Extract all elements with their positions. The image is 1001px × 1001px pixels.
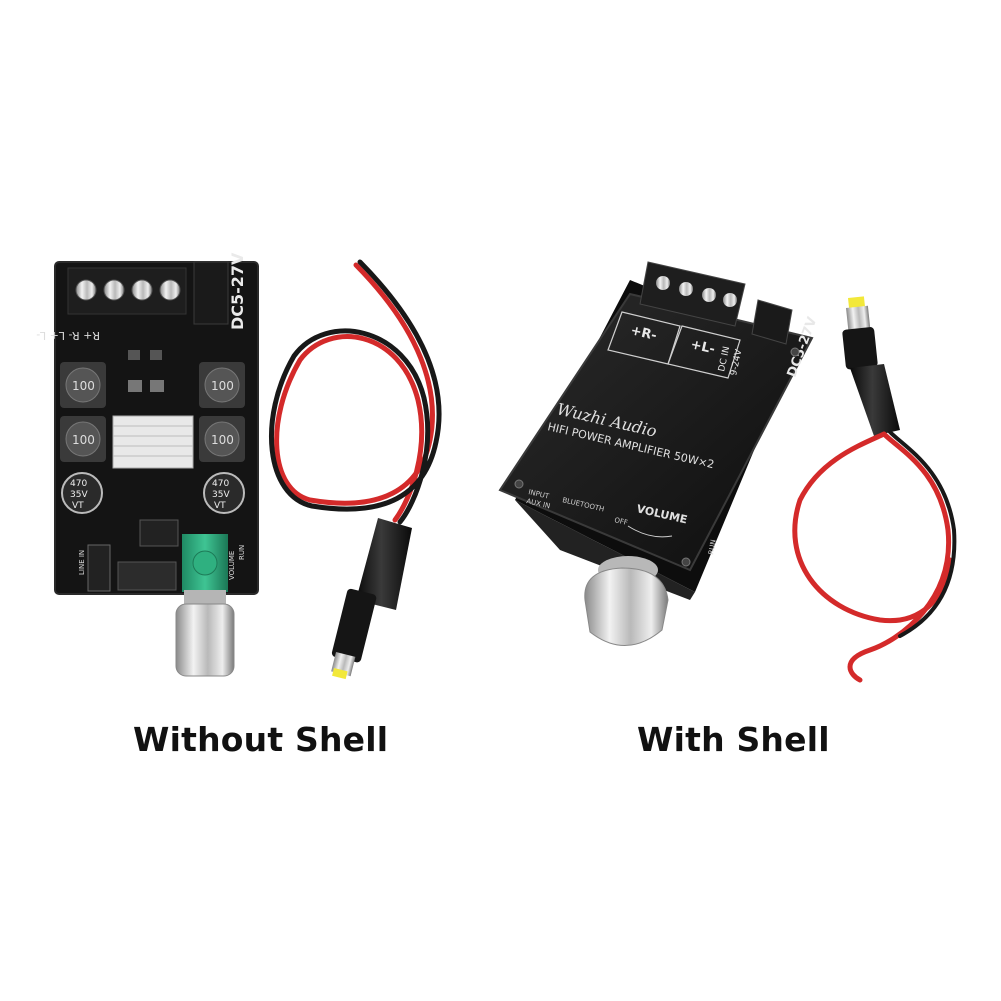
- terminal-screw: [103, 279, 125, 301]
- shell-amplifier-board: +R- +L- DC IN 9-24V DC5-27V Wuzhi Audio …: [498, 261, 820, 646]
- svg-text:VT: VT: [72, 501, 84, 511]
- terminal-screw: [131, 279, 153, 301]
- volume-knob: [175, 590, 235, 677]
- shell-dc-jack: [751, 299, 793, 345]
- off-label: OFF: [614, 516, 629, 527]
- svg-text:100: 100: [72, 379, 95, 393]
- inductor-bottom-left: 100: [60, 416, 106, 462]
- shell-top: [498, 292, 814, 572]
- inductor-top-right: 100: [199, 362, 245, 408]
- svg-text:35V: 35V: [70, 490, 88, 500]
- shell-screws: [514, 347, 800, 567]
- terminal-screw: [159, 279, 181, 301]
- line-in-jack: [87, 544, 111, 592]
- capacitor-left: 470 35V VT: [61, 472, 103, 514]
- run-label: RUN: [238, 545, 246, 560]
- svg-text:100: 100: [211, 379, 234, 393]
- caption-with-shell: With Shell: [637, 720, 830, 759]
- speaker-panels: [607, 311, 741, 379]
- dc-plug-right: [842, 296, 900, 436]
- svg-text:35V: 35V: [212, 490, 230, 500]
- voltage-label: DC5-27V: [228, 252, 247, 330]
- svg-text:100: 100: [211, 433, 234, 447]
- svg-text:100: 100: [72, 433, 95, 447]
- shell-run-label: RUN: [707, 539, 718, 555]
- line-in-label: LINE IN: [78, 550, 86, 575]
- terminal-labels: R+ R- L+ L-: [36, 329, 100, 342]
- volume-arc-icon: [627, 525, 673, 538]
- dc-power-cable-right: [792, 430, 957, 683]
- shell-volume-knob: [584, 556, 669, 646]
- capacitor-right: 470 35V VT: [203, 472, 245, 514]
- smd-components: [128, 350, 164, 392]
- caption-without-shell: Without Shell: [133, 720, 389, 759]
- dc-power-cable-left: [269, 259, 442, 525]
- bare-amplifier-board: DC5-27V R+ R- L+ L- 100 100 100 100: [36, 252, 259, 677]
- dc-plug-left: [331, 518, 412, 680]
- svg-text:470: 470: [70, 479, 87, 489]
- dc-jack: [193, 261, 229, 325]
- terminal-l-label: +L-: [689, 337, 716, 357]
- bluetooth-module: [117, 561, 177, 591]
- shell-terminal-block: [639, 261, 746, 327]
- inductor-top-left: 100: [60, 362, 106, 408]
- terminal-r-label: +R-: [629, 323, 658, 344]
- svg-text:470: 470: [212, 479, 229, 489]
- terminal-screw: [75, 279, 97, 301]
- svg-text:VT: VT: [214, 501, 226, 511]
- volume-label: VOLUME: [228, 551, 236, 580]
- chip: [139, 519, 179, 547]
- heatsink: [112, 415, 194, 469]
- inductor-bottom-right: 100: [199, 416, 245, 462]
